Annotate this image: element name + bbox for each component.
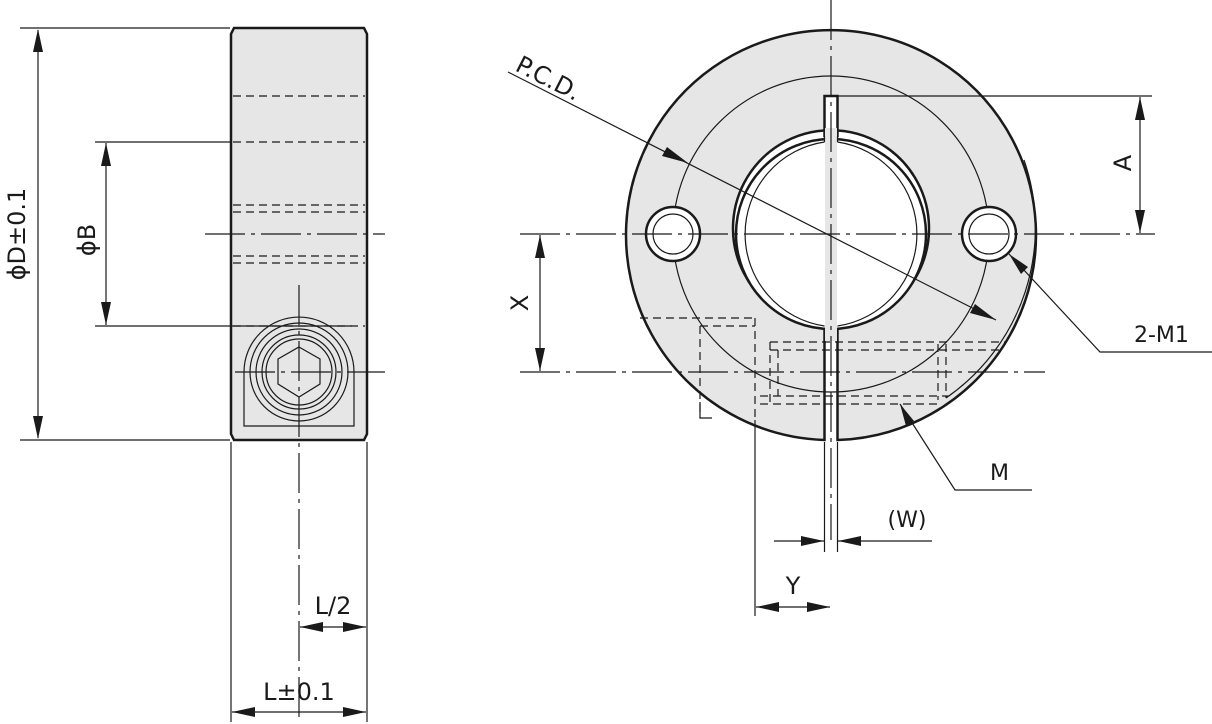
A-label: A: [1109, 154, 1137, 171]
mounting-holes-label: 2-M1: [1134, 323, 1189, 348]
half-length-label: L/2: [315, 592, 352, 620]
front-view: P.C.D. A X 2-M1 M (W) Y: [506, 0, 1212, 616]
collar-body: [624, 28, 1038, 442]
X-label: X: [506, 295, 534, 311]
clamp-screw-label: M: [990, 461, 1009, 486]
diameter-D-label: ϕD±0.1: [3, 188, 31, 281]
length-label: L±0.1: [263, 678, 335, 706]
pcd-label: P.C.D.: [511, 50, 585, 106]
slit-width-label: (W): [888, 508, 927, 533]
side-view: ϕD±0.1 ϕB L/2 L±0.1: [3, 26, 385, 722]
Y-label: Y: [785, 572, 801, 600]
diameter-B-label: ϕB: [73, 224, 101, 256]
